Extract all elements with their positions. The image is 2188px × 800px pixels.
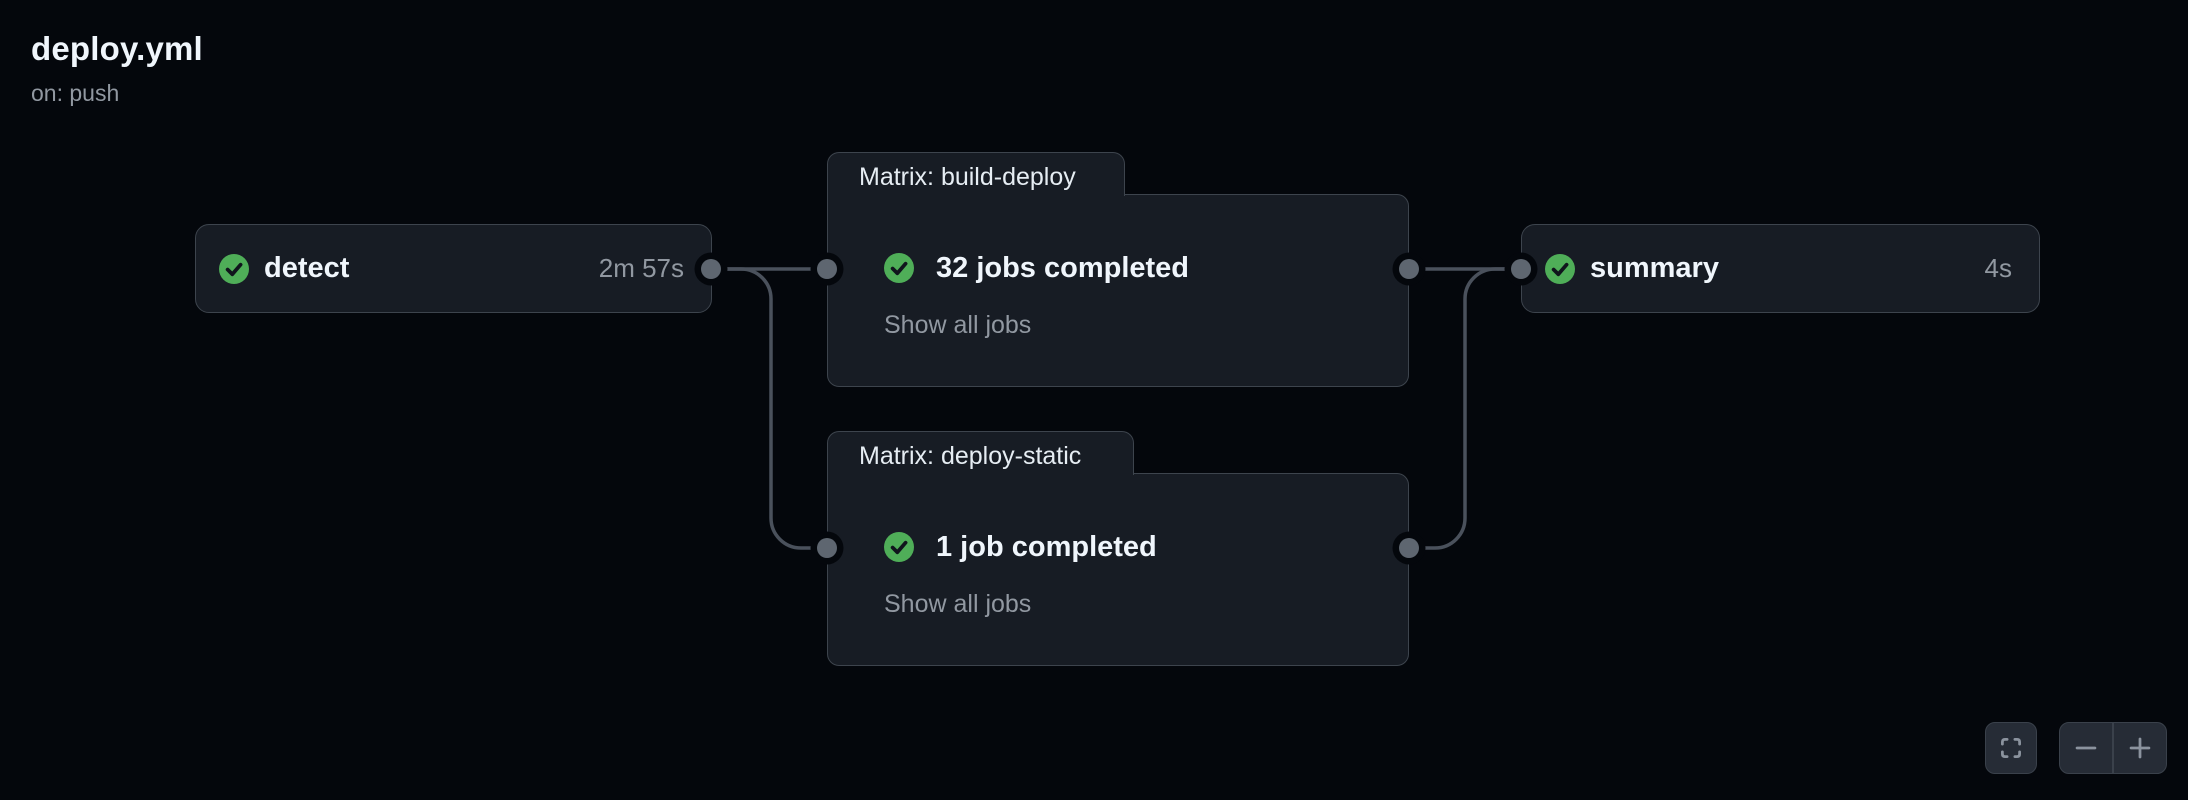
job-node-duration: 2m 57s	[598, 253, 684, 283]
zoom-control-group	[2058, 722, 2167, 774]
edge-deploy-static-to-summary	[1407, 267, 1523, 550]
check-circle-icon	[1545, 253, 1575, 284]
show-all-jobs-link[interactable]: Show all jobs	[884, 309, 1031, 342]
matrix-status-text: 32 jobs completed	[936, 251, 1190, 284]
check-circle-icon	[884, 532, 914, 562]
workflow-title: deploy.yml	[31, 30, 203, 67]
matrix-body-build-deploy: 32 jobs completed Show all jobs	[827, 194, 1409, 387]
matrix-body-deploy-static: 1 job completed Show all jobs	[827, 473, 1409, 666]
job-node-label: detect	[264, 252, 350, 284]
zoom-out-button[interactable]	[2060, 723, 2113, 773]
matrix-tab-build-deploy: Matrix: build-deploy	[827, 152, 1125, 196]
matrix-status-text: 1 job completed	[936, 530, 1157, 563]
minus-icon	[2075, 746, 2097, 750]
zoom-in-button[interactable]	[2114, 723, 2167, 773]
edge-detect-to-deploy-static	[709, 267, 829, 550]
graph-view-controls	[1984, 722, 2167, 774]
fit-to-window-button[interactable]	[1984, 722, 2037, 774]
matrix-group-deploy-static[interactable]: Matrix: deploy-static 1 job completed Sh…	[827, 431, 1409, 666]
job-node-duration: 4s	[1984, 253, 2012, 283]
plus-icon	[2129, 737, 2151, 759]
workflow-trigger: on: push	[31, 80, 120, 106]
job-node-label: summary	[1590, 252, 1719, 284]
check-circle-icon	[884, 253, 914, 283]
matrix-group-build-deploy[interactable]: Matrix: build-deploy 32 jobs completed S…	[827, 152, 1409, 387]
matrix-status-row: 1 job completed	[884, 530, 1408, 563]
fit-to-window-icon	[2000, 738, 2021, 758]
job-node-summary[interactable]: summary 4s	[1521, 224, 2040, 313]
matrix-tab-label: Matrix: deploy-static	[859, 441, 1082, 470]
matrix-tab-label: Matrix: build-deploy	[859, 162, 1076, 191]
matrix-tab-deploy-static: Matrix: deploy-static	[827, 431, 1134, 475]
show-all-jobs-link[interactable]: Show all jobs	[884, 588, 1031, 621]
workflow-header: deploy.yml on: push	[31, 30, 203, 107]
job-node-detect[interactable]: detect 2m 57s	[195, 224, 712, 313]
check-circle-icon	[219, 253, 249, 284]
zoom-control-divider	[2112, 723, 2114, 773]
matrix-status-row: 32 jobs completed	[884, 251, 1408, 284]
